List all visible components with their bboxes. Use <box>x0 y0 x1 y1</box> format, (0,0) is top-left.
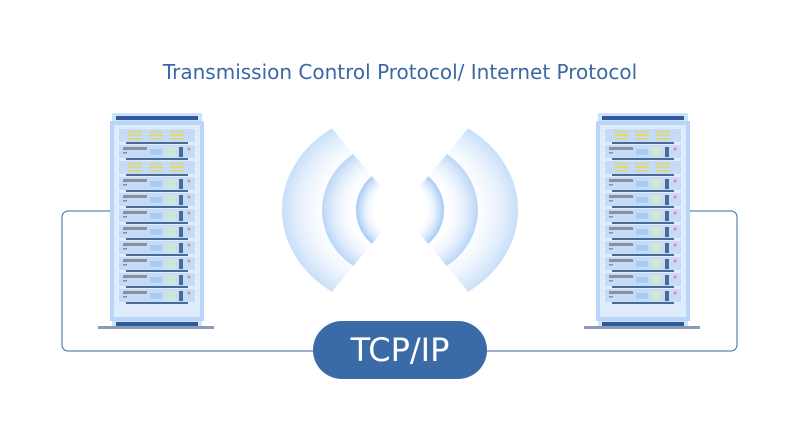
signal-waves-icon <box>282 110 518 310</box>
server-rack-right-icon <box>584 113 700 329</box>
server-rack-left-icon <box>98 113 214 329</box>
diagram-title: Transmission Control Protocol/ Internet … <box>162 60 638 84</box>
tcp-ip-badge: TCP/IP <box>313 321 487 379</box>
connection-lines <box>61 210 738 352</box>
